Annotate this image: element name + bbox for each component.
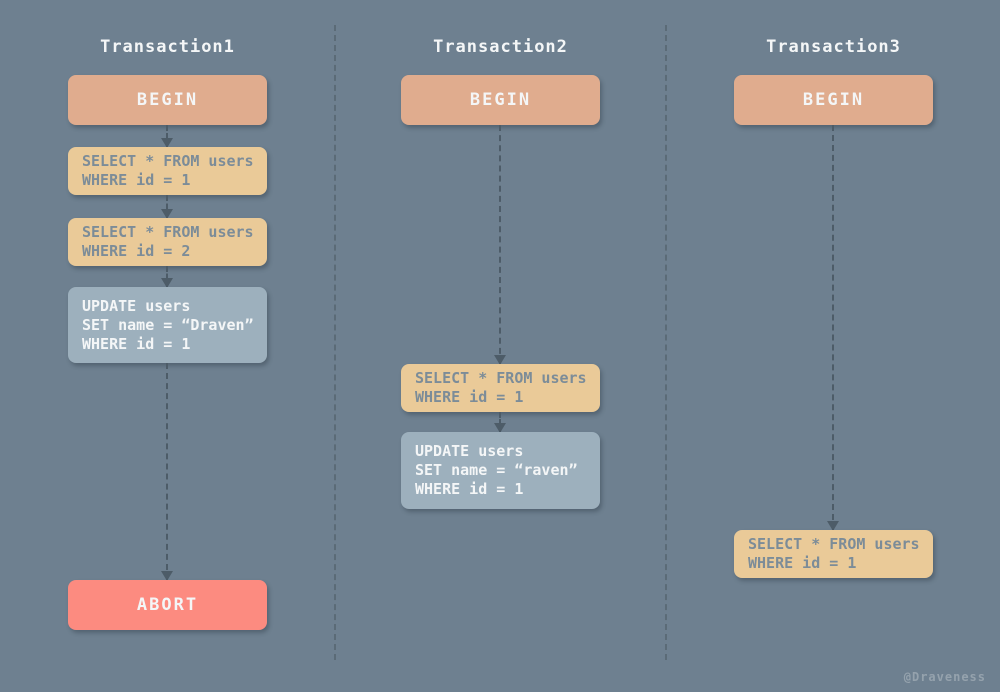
- arrow-t2-begin-select: [494, 125, 506, 365]
- sql-line: UPDATE users: [82, 296, 191, 315]
- abort-node-t1: ABORT: [68, 580, 267, 630]
- sql-line: SELECT * FROM users: [82, 223, 254, 241]
- sql-line: SET name = “raven”: [415, 461, 578, 479]
- begin-node-t3: BEGIN: [734, 75, 933, 125]
- begin-label: BEGIN: [802, 90, 865, 110]
- sql-line: WHERE id = 1: [82, 171, 191, 189]
- column-title-transaction2: Transaction2: [433, 37, 568, 57]
- update-node-t2: UPDATE users SET name = “raven” WHERE id…: [401, 432, 600, 509]
- sql-line: WHERE id = 1: [415, 388, 524, 406]
- sql-line: SET name = “Draven”: [82, 315, 254, 334]
- sql-line: UPDATE users: [415, 442, 524, 460]
- author-watermark: @Draveness: [903, 670, 986, 684]
- select-node-t1-a: SELECT * FROM users WHERE id = 1: [68, 147, 267, 195]
- column-title-transaction3: Transaction3: [766, 37, 901, 57]
- sql-line: SELECT * FROM users: [748, 535, 920, 553]
- update-node-t1: UPDATE users SET name = “Draven” WHERE i…: [68, 287, 267, 363]
- sql-line: SELECT * FROM users: [82, 152, 254, 170]
- sql-line: WHERE id = 1: [415, 480, 524, 498]
- arrow-t3-begin-select: [827, 125, 839, 531]
- sql-line: WHERE id = 2: [82, 242, 191, 260]
- arrow-t1-select2-update: [161, 266, 173, 288]
- begin-label: BEGIN: [469, 90, 532, 110]
- sql-line: WHERE id = 1: [82, 334, 191, 353]
- select-node-t3: SELECT * FROM users WHERE id = 1: [734, 530, 933, 578]
- column-title-transaction1: Transaction1: [100, 37, 235, 57]
- select-node-t2: SELECT * FROM users WHERE id = 1: [401, 364, 600, 412]
- arrow-t1-begin-select1: [161, 125, 173, 148]
- select-node-t1-b: SELECT * FROM users WHERE id = 2: [68, 218, 267, 266]
- arrow-t2-select-update: [494, 412, 506, 433]
- column-divider-2: [665, 25, 667, 660]
- begin-node-t2: BEGIN: [401, 75, 600, 125]
- begin-label: BEGIN: [136, 90, 199, 110]
- column-divider-1: [334, 25, 336, 660]
- arrow-t1-update-abort: [161, 363, 173, 581]
- sql-line: WHERE id = 1: [748, 554, 857, 572]
- begin-node-t1: BEGIN: [68, 75, 267, 125]
- arrow-t1-select1-select2: [161, 195, 173, 219]
- abort-label: ABORT: [136, 595, 199, 615]
- sql-line: SELECT * FROM users: [415, 369, 587, 387]
